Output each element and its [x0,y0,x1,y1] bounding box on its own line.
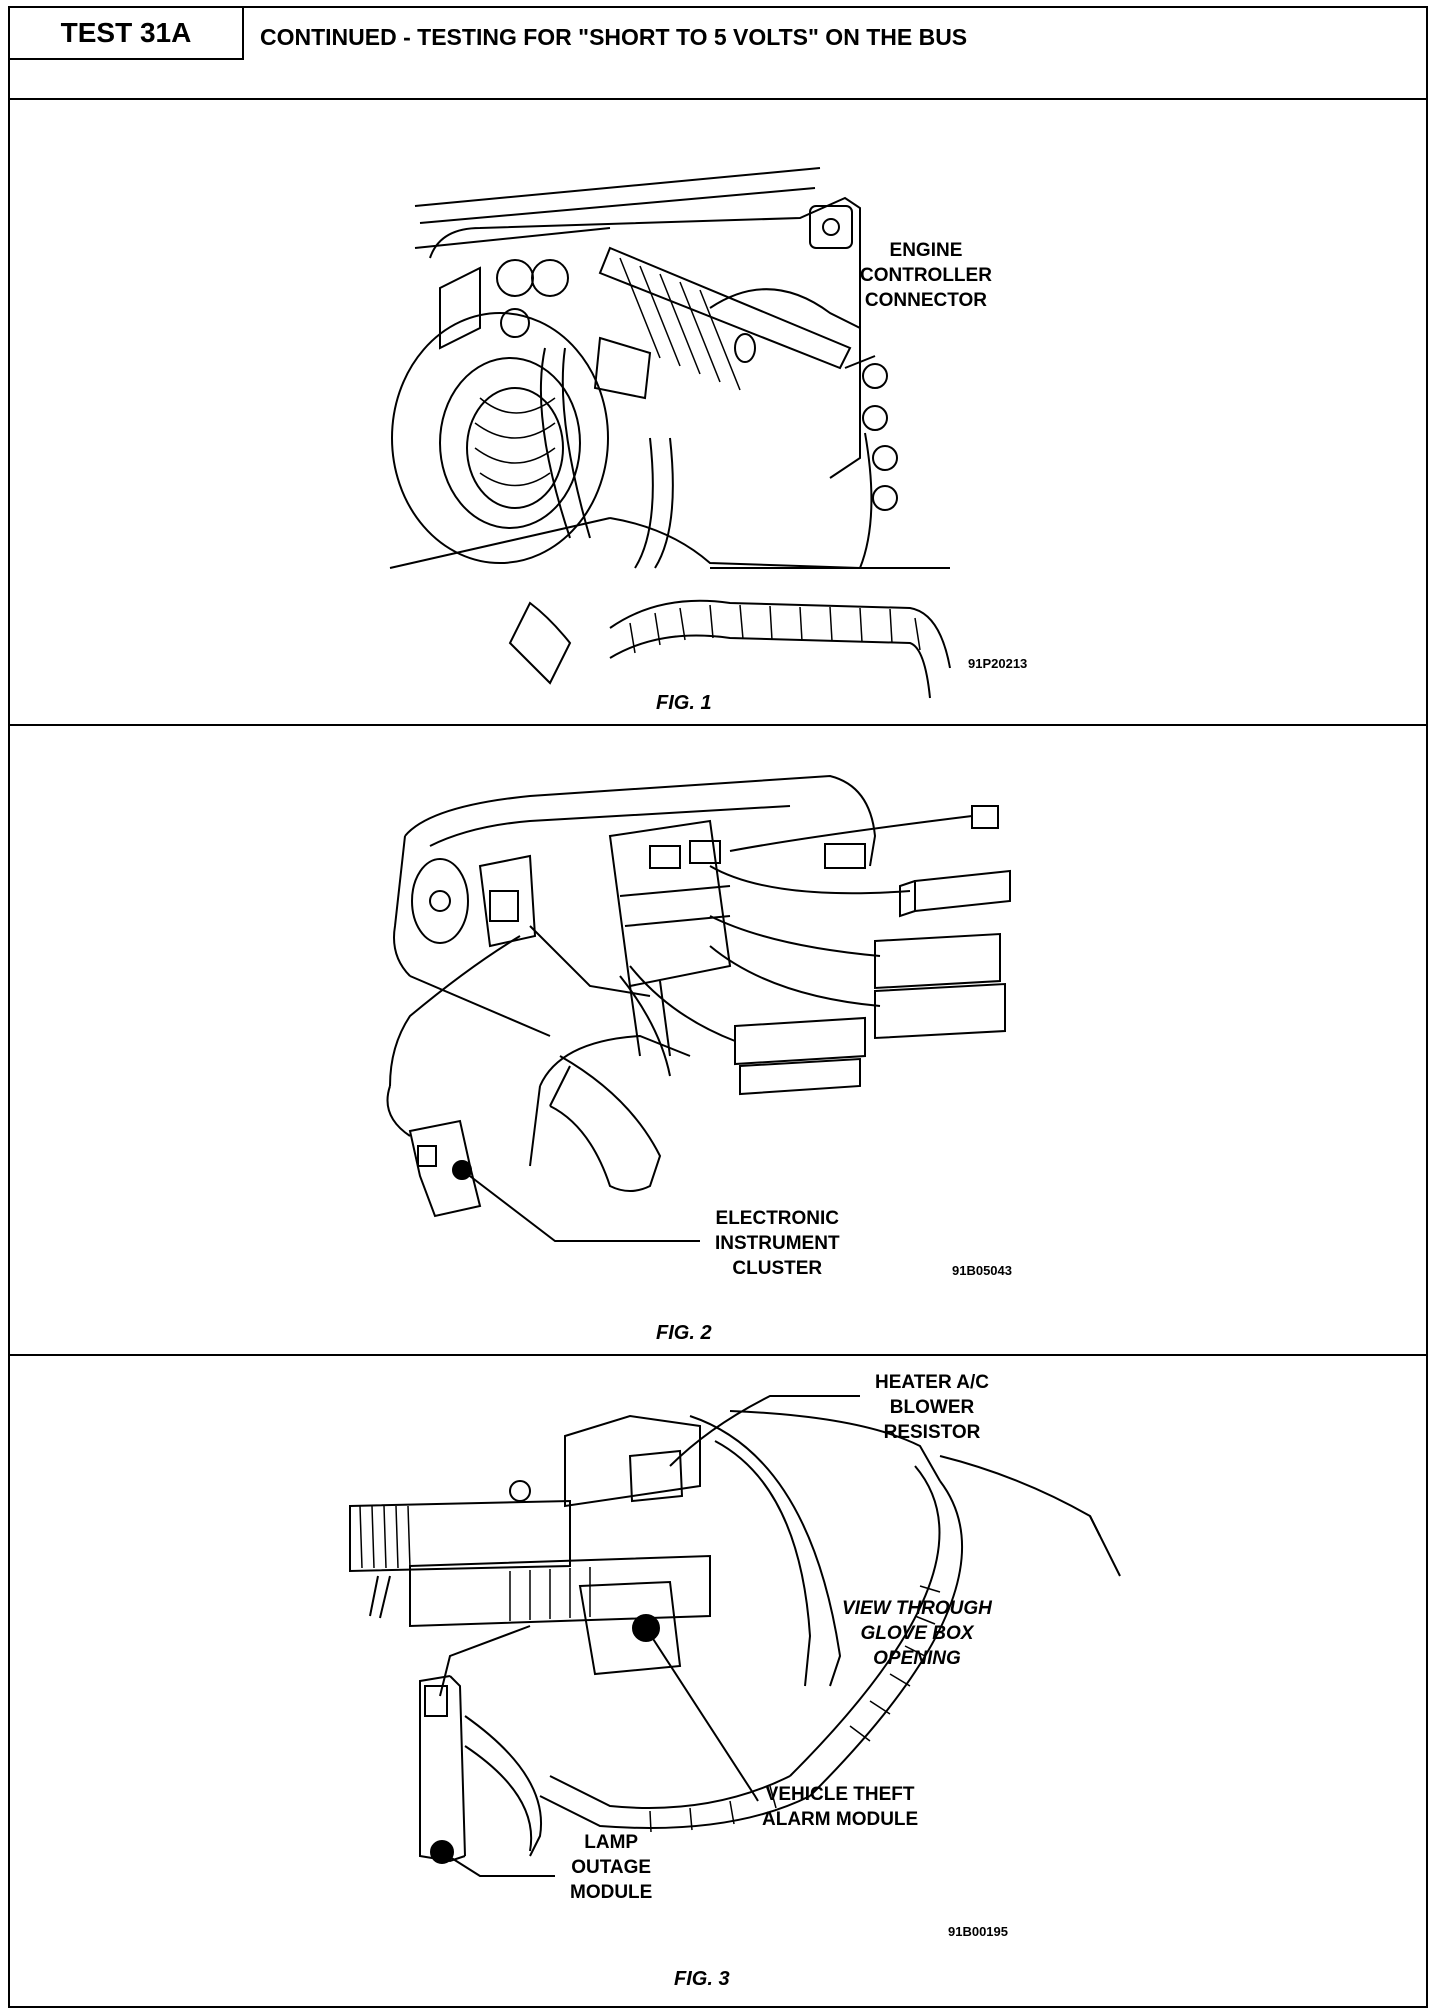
label-line: ENGINE [889,240,963,261]
label-line: RESISTOR [883,1422,981,1443]
label-line: GLOVE BOX [860,1623,974,1644]
engine-controller-connector-label: ENGINE CONTROLLER CONNECTOR [860,238,992,313]
figure-3-caption: FIG. 3 [674,1968,730,1990]
label-line: HEATER A/C [875,1372,989,1393]
engine-controller-drawing [389,167,951,699]
lamp-outage-module-label: LAMP OUTAGE MODULE [570,1830,652,1905]
vehicle-theft-alarm-module-label: VEHICLE THEFT ALARM MODULE [762,1782,918,1832]
label-line: MODULE [570,1882,653,1903]
label-line: CONNECTOR [864,290,988,311]
label-line: CLUSTER [732,1258,823,1279]
label-line: VIEW THROUGH [842,1598,992,1619]
page-frame: TEST 31A CONTINUED - TESTING FOR "SHORT … [8,6,1428,2008]
label-line: OPENING [873,1648,961,1669]
electronic-instrument-cluster-label: ELECTRONIC INSTRUMENT CLUSTER [715,1206,840,1281]
figure-1-panel: ENGINE CONTROLLER CONNECTOR 91P20213 FIG… [10,98,1426,726]
figure-1-caption: FIG. 1 [656,692,712,714]
figure-2-code: 91B05043 [952,1263,1012,1278]
label-line: LAMP [584,1832,639,1853]
test-title: CONTINUED - TESTING FOR "SHORT TO 5 VOLT… [260,24,968,50]
view-through-glove-box-label: VIEW THROUGH GLOVE BOX OPENING [842,1596,992,1671]
label-line: CONTROLLER [860,265,992,286]
page-header: TEST 31A CONTINUED - TESTING FOR "SHORT … [10,8,1426,100]
figure-2-caption: FIG. 2 [656,1322,712,1344]
label-line: OUTAGE [571,1857,652,1878]
label-line: ELECTRONIC [715,1208,840,1229]
test-id-box: TEST 31A [10,8,244,60]
figure-1-code: 91P20213 [968,656,1028,671]
label-line: BLOWER [889,1397,975,1418]
figure-3-panel: HEATER A/C BLOWER RESISTOR VIEW THROUGH … [10,1356,1426,2006]
figure-3-code: 91B00195 [948,1924,1008,1939]
label-line: INSTRUMENT [715,1233,840,1254]
label-line: VEHICLE THEFT [765,1784,915,1805]
heater-ac-blower-resistor-label: HEATER A/C BLOWER RESISTOR [875,1370,989,1445]
label-line: ALARM MODULE [762,1809,919,1830]
glove-box-view-drawing [349,1395,1121,1877]
instrument-panel-drawing [386,774,1011,1242]
figure-2-panel: ELECTRONIC INSTRUMENT CLUSTER 91B05043 F… [10,726,1426,1356]
